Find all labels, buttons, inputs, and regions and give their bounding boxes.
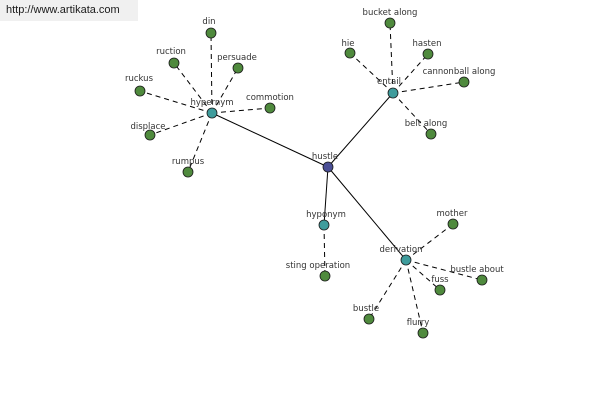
edge-hustle-hypernym	[211, 112, 329, 168]
label-bustle-about: bustle about	[450, 265, 504, 275]
edge-hypernym-rumpus	[187, 112, 213, 173]
edge-hypernym-ruction	[173, 62, 213, 114]
node-sting-operation[interactable]	[319, 270, 331, 282]
label-entail: entail	[377, 77, 401, 87]
node-bustle-about[interactable]	[476, 274, 488, 286]
label-ruckus: ruckus	[125, 74, 154, 84]
node-hyponym[interactable]	[318, 219, 330, 231]
node-belt-along[interactable]	[425, 128, 437, 140]
node-hie[interactable]	[344, 47, 356, 59]
edge-hypernym-ruckus	[139, 90, 213, 114]
node-cannonball-along[interactable]	[458, 76, 470, 88]
node-hypernym[interactable]	[206, 107, 218, 119]
edge-derivation-mother	[405, 223, 454, 261]
labels-layer: hustle din ruction persuade ruckus commotion d…	[125, 8, 504, 328]
node-flurry[interactable]	[417, 327, 429, 339]
edge-entail-hie	[349, 52, 394, 94]
node-fuss[interactable]	[434, 284, 446, 296]
edge-entail-cannonball-along	[392, 81, 465, 94]
edges-layer	[139, 22, 483, 334]
source-url[interactable]: http://www.artikata.com	[6, 4, 120, 16]
edge-hustle-entail	[327, 92, 394, 168]
label-mother: mother	[437, 209, 468, 219]
node-commotion[interactable]	[264, 102, 276, 114]
label-sting-operation: sting operation	[286, 261, 350, 271]
label-hasten: hasten	[413, 39, 442, 49]
label-hie: hie	[342, 39, 355, 49]
label-hyponym: hyponym	[306, 210, 346, 220]
node-entail[interactable]	[387, 87, 399, 99]
node-hustle[interactable]	[322, 161, 334, 173]
node-din[interactable]	[205, 27, 217, 39]
label-flurry: flurry	[407, 318, 430, 328]
edge-hustle-derivation	[327, 166, 407, 261]
label-hypernym: hypernym	[190, 98, 233, 108]
label-rumpus: rumpus	[172, 157, 205, 167]
label-belt-along: belt along	[405, 119, 448, 129]
node-ruction[interactable]	[168, 57, 180, 69]
edge-derivation-fuss	[405, 259, 441, 291]
label-persuade: persuade	[217, 53, 257, 63]
label-hustle: hustle	[312, 152, 338, 162]
label-commotion: commotion	[246, 93, 294, 103]
node-hasten[interactable]	[422, 48, 434, 60]
node-bustle[interactable]	[363, 313, 375, 325]
label-derivation: derivation	[379, 245, 422, 255]
label-ruction: ruction	[156, 47, 186, 57]
node-ruckus[interactable]	[134, 85, 146, 97]
edge-hustle-hyponym	[323, 166, 329, 226]
edge-entail-bucket-along	[389, 22, 394, 94]
node-mother[interactable]	[447, 218, 459, 230]
url-banner: http://www.artikata.com	[0, 0, 138, 21]
label-din: din	[202, 17, 215, 27]
node-bucket-along[interactable]	[384, 17, 396, 29]
edge-derivation-bustle-about	[405, 259, 483, 281]
edge-hypernym-din	[210, 32, 213, 114]
edge-hypernym-displace	[149, 112, 213, 136]
edge-derivation-flurry	[405, 259, 424, 334]
edge-derivation-bustle	[368, 259, 407, 320]
node-rumpus[interactable]	[182, 166, 194, 178]
edge-entail-belt-along	[392, 92, 432, 135]
label-cannonball-along: cannonball along	[423, 67, 496, 77]
label-fuss: fuss	[431, 275, 449, 285]
node-derivation[interactable]	[400, 254, 412, 266]
node-displace[interactable]	[144, 129, 156, 141]
node-persuade[interactable]	[232, 62, 244, 74]
label-bucket-along: bucket along	[363, 8, 418, 18]
edge-hypernym-commotion	[211, 107, 271, 114]
nodes-layer	[134, 17, 488, 339]
label-bustle: bustle	[353, 304, 379, 314]
label-displace: displace	[130, 122, 165, 132]
